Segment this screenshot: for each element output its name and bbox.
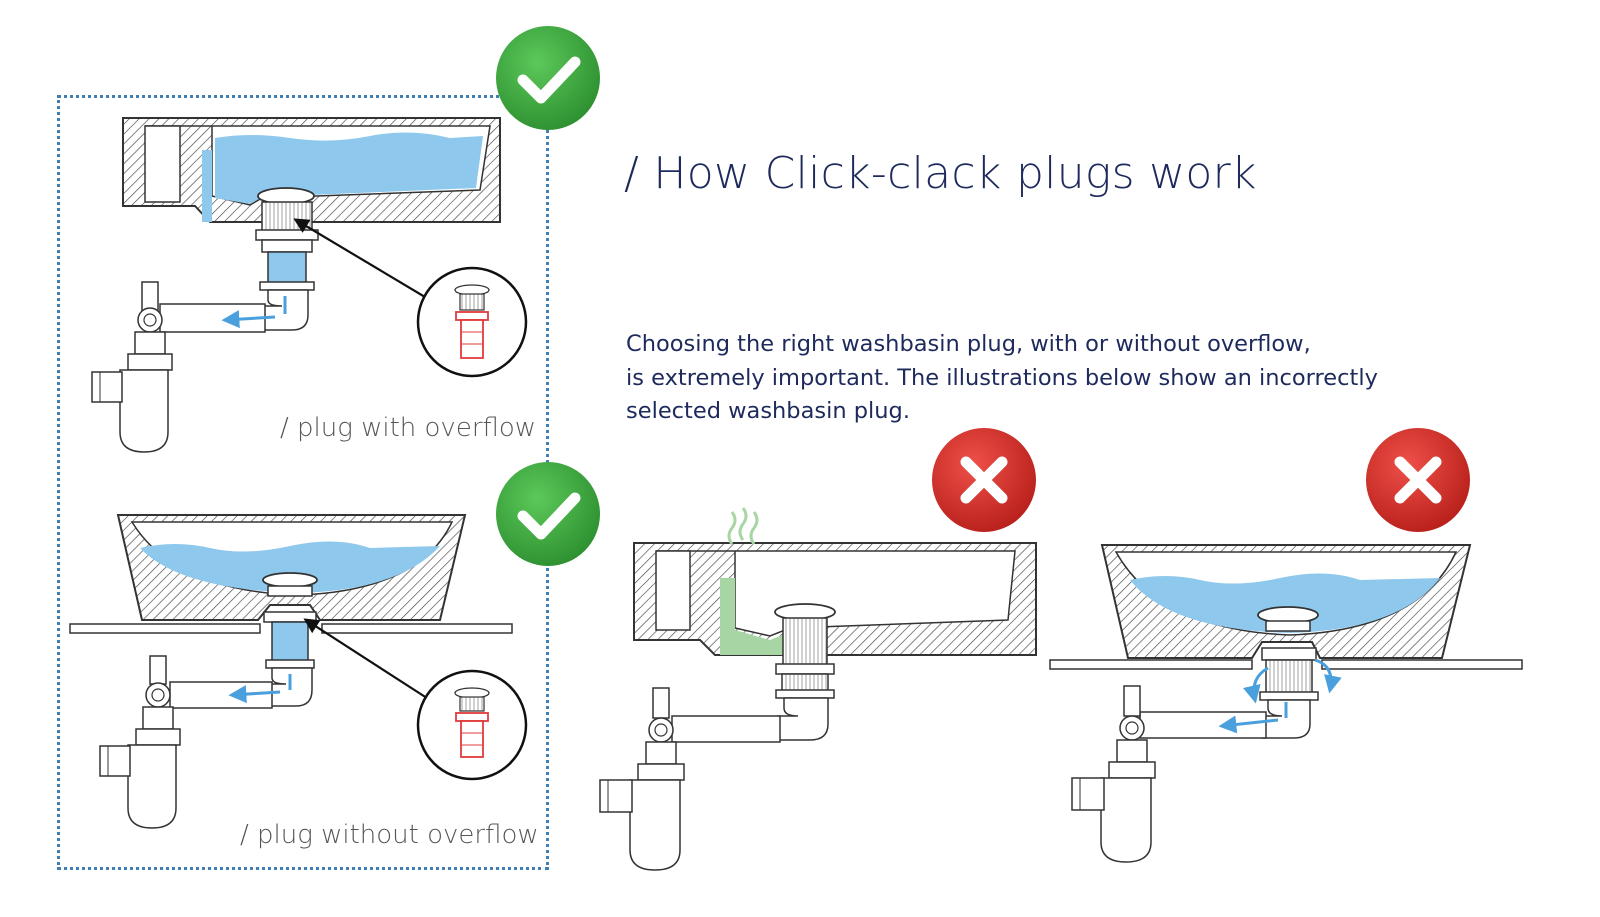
diagram-plug-with-overflow: [91, 117, 528, 453]
check-icon: [517, 56, 581, 104]
cross-icon: [960, 456, 1008, 504]
intro-line-3: selected washbasin plug.: [626, 398, 910, 424]
correct-badge: [496, 26, 600, 130]
intro-line-2: is extremely important. The illustration…: [626, 364, 1378, 391]
cross-icon: [1394, 456, 1442, 504]
diagram-plug-without-overflow: [69, 514, 528, 829]
water-fill: [1130, 573, 1440, 633]
incorrect-badge: [932, 428, 1036, 532]
plug-with-overflow-inset: [454, 284, 490, 359]
incorrect-badge: [1366, 428, 1470, 532]
intro-text: Choosing the right washbasin plug, with …: [626, 328, 1378, 429]
page-title: / How Click-clack plugs work: [624, 148, 1257, 199]
correct-badge: [496, 462, 600, 566]
diagram-incorrect-overflow-basin: [599, 507, 1037, 871]
water-fill: [215, 132, 483, 204]
caption-plug-with-overflow: / plug with overflow: [280, 413, 537, 443]
check-icon: [517, 492, 581, 540]
diagram-incorrect-no-overflow-basin: [1049, 544, 1523, 863]
sewer-gas-fill: [720, 578, 790, 655]
caption-plug-without-overflow: / plug without overflow: [240, 820, 539, 850]
plug-without-overflow-inset: [454, 687, 490, 758]
water-fill: [140, 541, 440, 593]
intro-line-1: Choosing the right washbasin plug, with …: [626, 331, 1311, 357]
